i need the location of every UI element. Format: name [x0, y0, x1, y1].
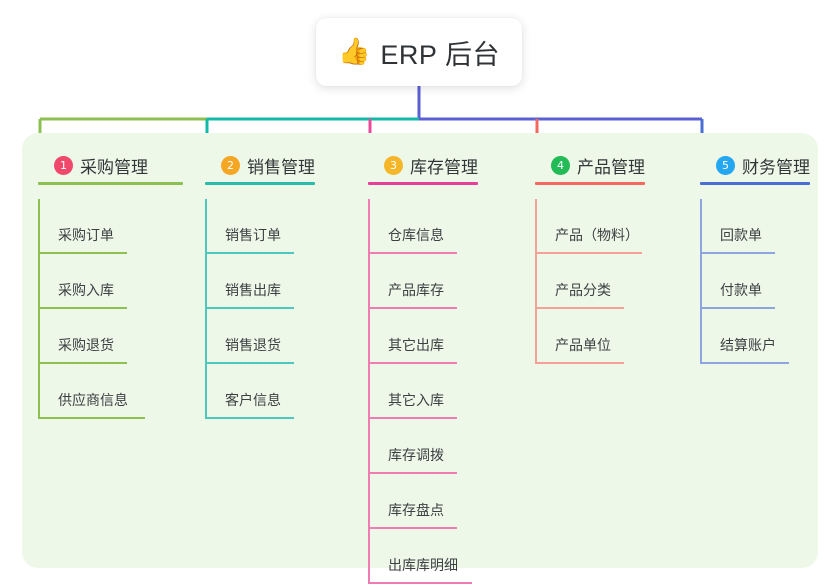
- leaf-item-underline: [535, 307, 624, 309]
- leaf-item-underline: [368, 307, 457, 309]
- leaf-item-underline: [38, 362, 127, 364]
- leaf-item-label: 库存盘点: [388, 502, 444, 518]
- leaf-item-underline: [368, 417, 457, 419]
- column-header-3[interactable]: 3 库存管理: [368, 145, 478, 185]
- leaf-item-label: 付款单: [720, 282, 762, 298]
- column-header-1[interactable]: 1 采购管理: [38, 145, 183, 185]
- column-header-underline: [368, 182, 478, 185]
- root-node-title: ERP 后台: [380, 39, 500, 70]
- leaf-item-label: 销售订单: [225, 227, 281, 243]
- column-title: 采购管理: [80, 157, 148, 177]
- column-spine: [368, 199, 370, 584]
- mindmap-panel: [22, 133, 818, 568]
- column-3: 3 库存管理仓库信息产品库存其它出库其它入库库存调拨库存盘点出库库明细: [368, 145, 478, 584]
- leaf-item-label: 产品（物料）: [555, 227, 639, 243]
- leaf-item-underline: [700, 362, 789, 364]
- column-badge-icon: 5: [716, 155, 735, 175]
- leaf-item-label: 采购入库: [58, 282, 114, 298]
- leaf-item-label: 销售出库: [225, 282, 281, 298]
- leaf-item[interactable]: 库存盘点: [368, 474, 467, 529]
- column-2: 2 销售管理销售订单销售出库销售退货客户信息: [205, 145, 315, 419]
- leaf-item[interactable]: 结算账户: [700, 309, 799, 364]
- leaf-item-underline: [368, 472, 457, 474]
- leaf-item[interactable]: 库存调拨: [368, 419, 467, 474]
- leaf-item[interactable]: 采购入库: [38, 254, 137, 309]
- column-badge-icon: 3: [384, 155, 403, 175]
- thumbs-up-icon: 👍: [338, 37, 371, 67]
- leaf-item[interactable]: 客户信息: [205, 364, 304, 419]
- column-spine: [205, 199, 207, 419]
- column-5: 5 财务管理回款单付款单结算账户: [700, 145, 810, 364]
- leaf-item-label: 采购订单: [58, 227, 114, 243]
- leaf-item-label: 出库库明细: [388, 557, 458, 573]
- leaf-item[interactable]: 出库库明细: [368, 529, 482, 584]
- column-spine: [700, 199, 702, 364]
- leaf-item-label: 其它出库: [388, 337, 444, 353]
- leaf-item-underline: [38, 307, 127, 309]
- column-header-2[interactable]: 2 销售管理: [205, 145, 315, 185]
- column-badge-icon: 1: [54, 155, 73, 175]
- leaf-item[interactable]: 采购退货: [38, 309, 137, 364]
- leaf-item[interactable]: 销售出库: [205, 254, 304, 309]
- column-title: 销售管理: [247, 157, 315, 177]
- leaf-item-underline: [368, 252, 457, 254]
- leaf-item[interactable]: 产品分类: [535, 254, 634, 309]
- column-header-underline: [205, 182, 315, 185]
- leaf-item-underline: [368, 527, 457, 529]
- column-badge-icon: 4: [551, 155, 570, 175]
- leaf-item[interactable]: 其它入库: [368, 364, 467, 419]
- leaf-item-label: 产品单位: [555, 337, 611, 353]
- column-header-4[interactable]: 4 产品管理: [535, 145, 645, 185]
- leaf-item-underline: [205, 417, 294, 419]
- column-title: 库存管理: [410, 157, 478, 177]
- leaf-item[interactable]: 产品库存: [368, 254, 467, 309]
- root-node-card[interactable]: 👍 ERP 后台: [316, 18, 522, 86]
- leaf-item-label: 销售退货: [225, 337, 281, 353]
- leaf-item[interactable]: 采购订单: [38, 199, 137, 254]
- leaf-item-underline: [205, 307, 294, 309]
- column-header-underline: [700, 182, 810, 185]
- column-1: 1 采购管理采购订单采购入库采购退货供应商信息: [38, 145, 183, 419]
- leaf-item-underline: [535, 252, 642, 254]
- leaf-item[interactable]: 产品单位: [535, 309, 634, 364]
- leaf-item[interactable]: 仓库信息: [368, 199, 467, 254]
- column-header-underline: [535, 182, 645, 185]
- leaf-item[interactable]: 供应商信息: [38, 364, 155, 419]
- leaf-item[interactable]: 产品（物料）: [535, 199, 652, 254]
- column-title: 财务管理: [742, 157, 810, 177]
- leaf-item-underline: [535, 362, 624, 364]
- leaf-item-underline: [700, 252, 775, 254]
- leaf-item-underline: [205, 362, 294, 364]
- leaf-item[interactable]: 付款单: [700, 254, 785, 309]
- column-4: 4 产品管理产品（物料） 产品分类产品单位: [535, 145, 645, 364]
- leaf-item-underline: [368, 362, 457, 364]
- leaf-item-underline: [38, 417, 145, 419]
- leaf-item-label: 其它入库: [388, 392, 444, 408]
- leaf-item-label: 结算账户: [720, 337, 776, 353]
- leaf-item-label: 采购退货: [58, 337, 114, 353]
- leaf-item-label: 回款单: [720, 227, 762, 243]
- leaf-item-underline: [700, 307, 775, 309]
- leaf-item-underline: [38, 252, 127, 254]
- leaf-item-underline: [368, 582, 472, 584]
- leaf-item-label: 库存调拨: [388, 447, 444, 463]
- column-title: 产品管理: [577, 157, 645, 177]
- leaf-item[interactable]: 其它出库: [368, 309, 467, 364]
- column-spine: [535, 199, 537, 364]
- leaf-item-label: 仓库信息: [388, 227, 444, 243]
- column-header-5[interactable]: 5 财务管理: [700, 145, 810, 185]
- leaf-item[interactable]: 回款单: [700, 199, 785, 254]
- leaf-item-label: 产品分类: [555, 282, 611, 298]
- leaf-item-label: 客户信息: [225, 392, 281, 408]
- leaf-item-label: 供应商信息: [58, 392, 128, 408]
- column-header-underline: [38, 182, 183, 185]
- leaf-item[interactable]: 销售订单: [205, 199, 304, 254]
- leaf-item-label: 产品库存: [388, 282, 444, 298]
- column-spine: [38, 199, 40, 419]
- leaf-item[interactable]: 销售退货: [205, 309, 304, 364]
- column-badge-icon: 2: [221, 155, 240, 175]
- leaf-item-underline: [205, 252, 294, 254]
